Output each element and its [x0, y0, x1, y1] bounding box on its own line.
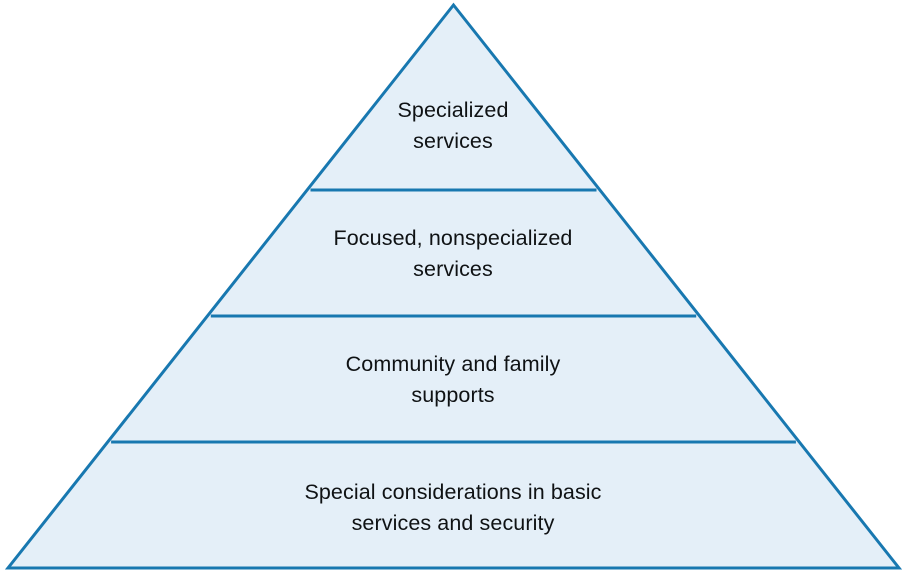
pyramid-outline	[4, 2, 903, 570]
pyramid-body-fill	[8, 5, 899, 568]
